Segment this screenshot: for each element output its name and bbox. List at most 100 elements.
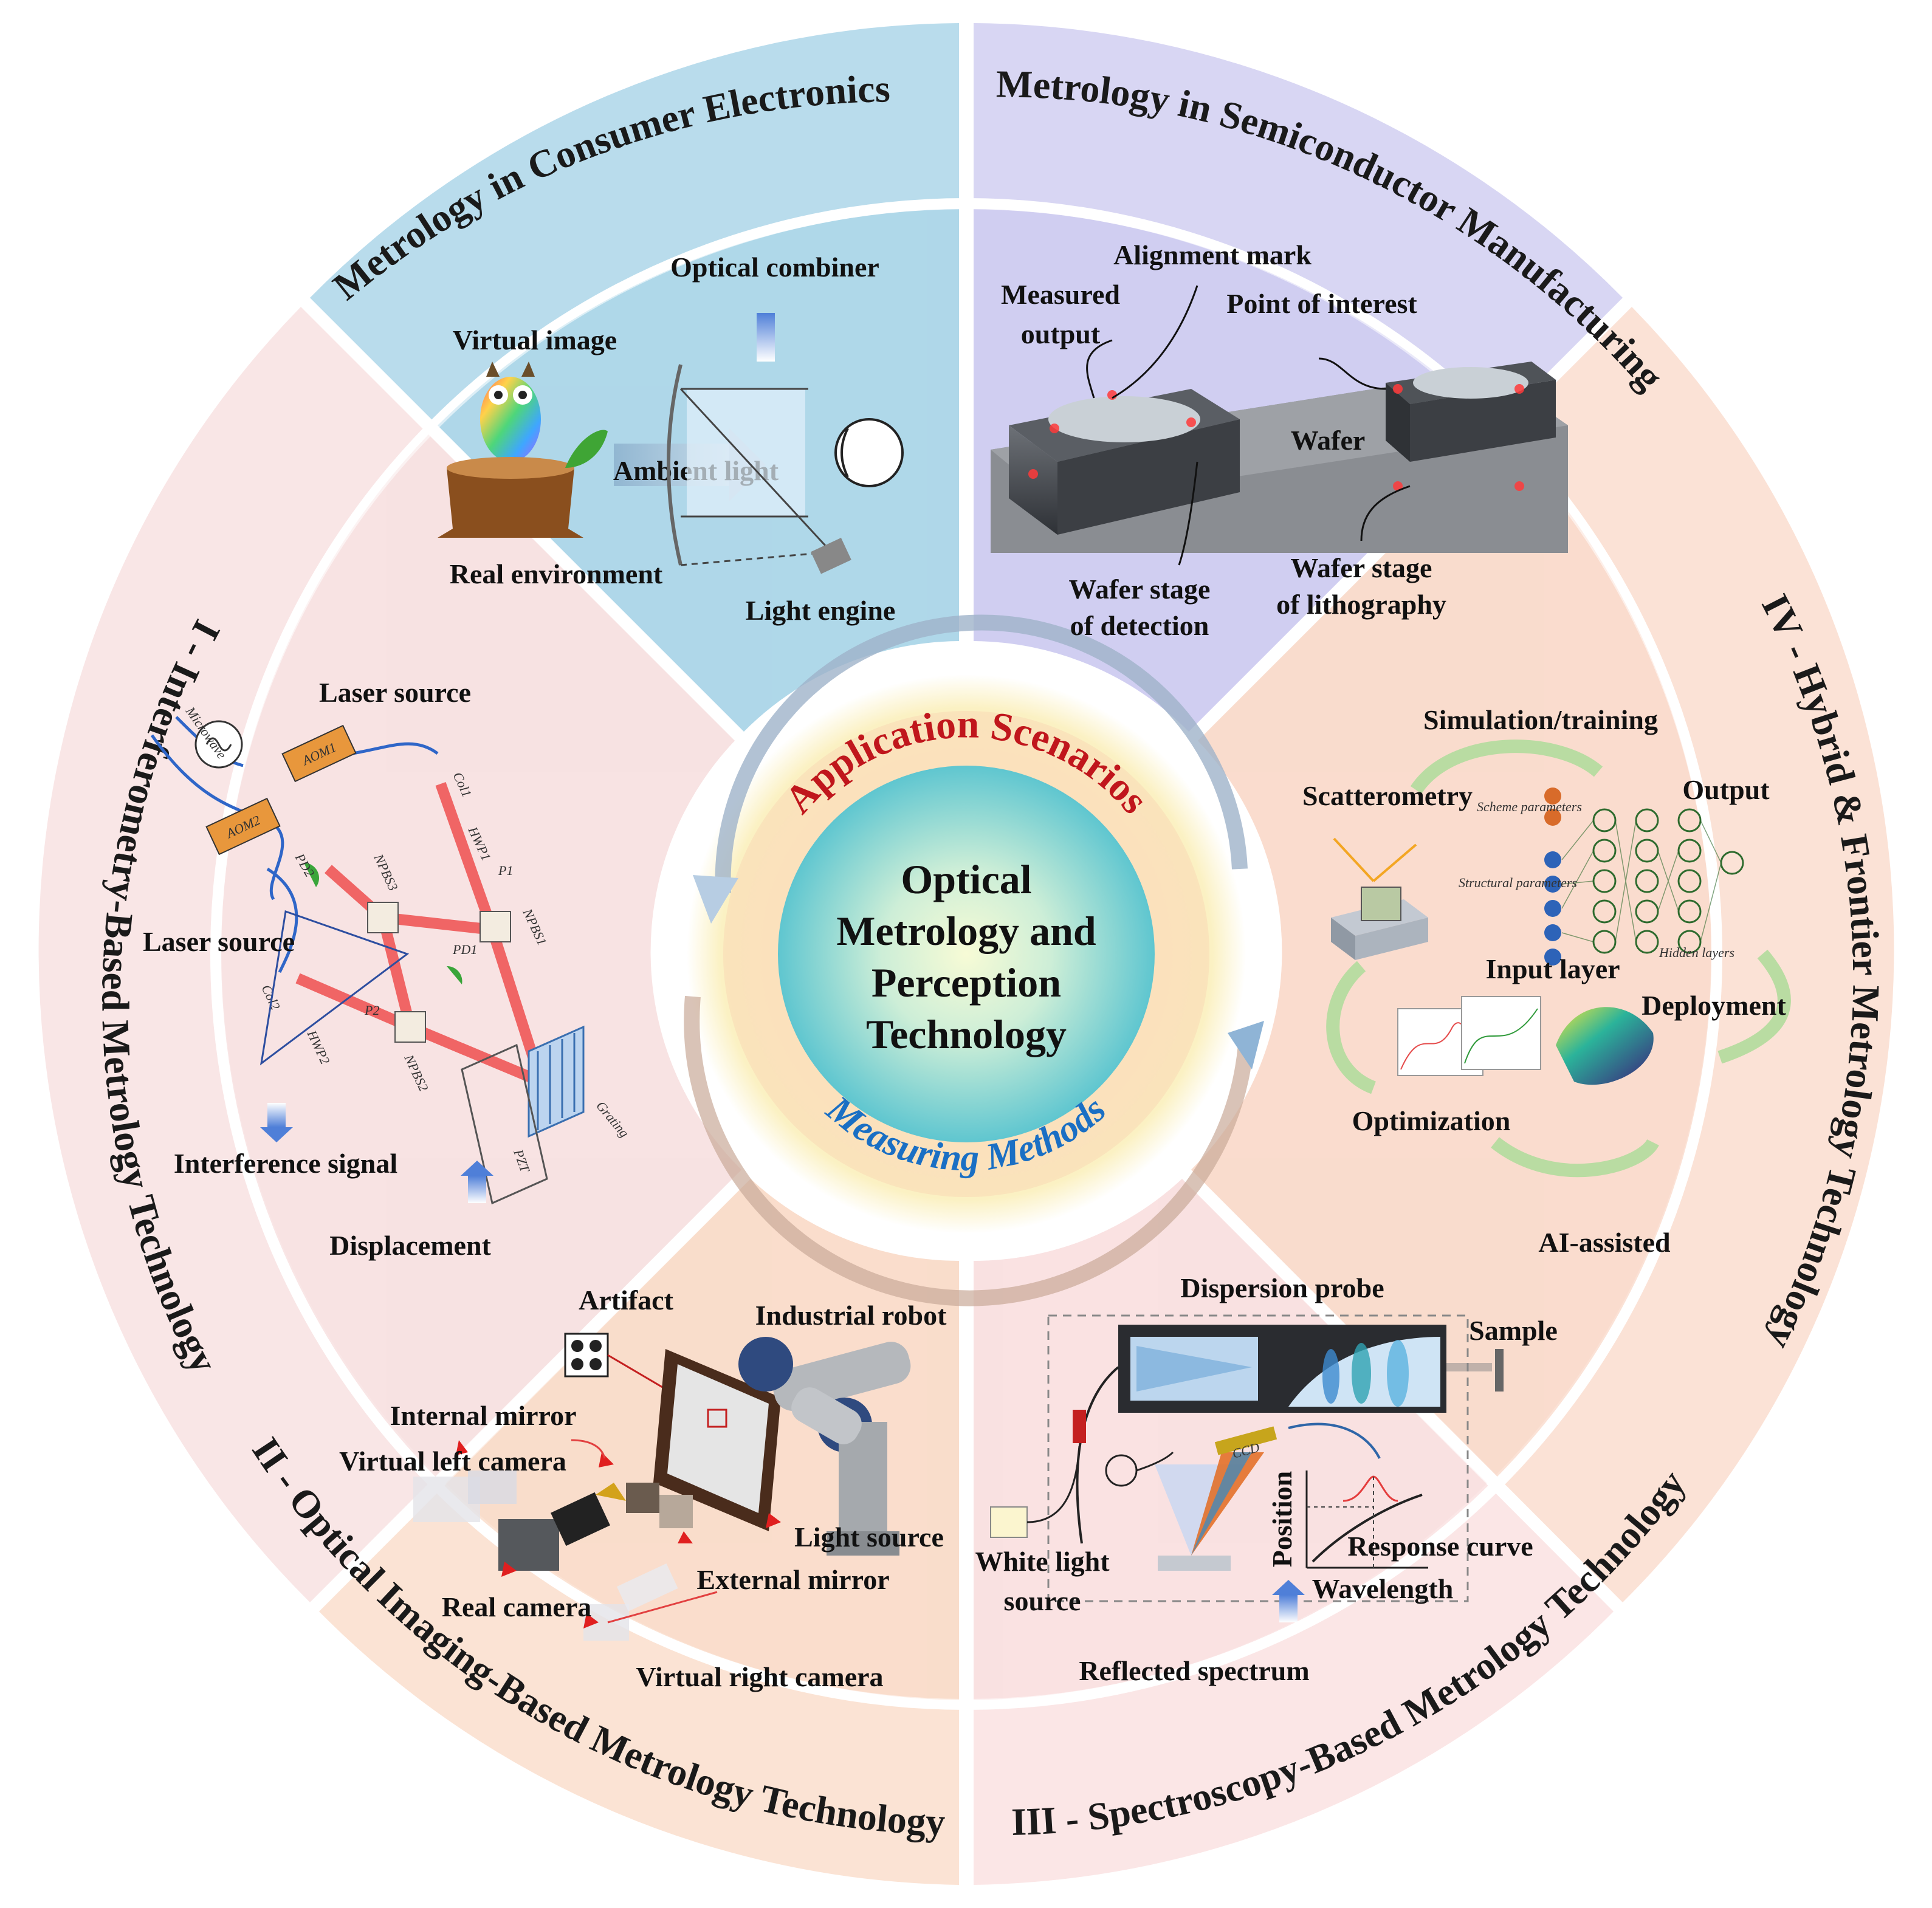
sector-hybrid-frontier bbox=[1191, 307, 1894, 1602]
label-simulation: Simulation/training bbox=[1423, 704, 1658, 735]
label-optimization: Optimization bbox=[1352, 1105, 1511, 1136]
label-virtual-left-camera: Virtual left camera bbox=[339, 1446, 566, 1477]
stump-icon bbox=[438, 468, 583, 538]
label-p2: P2 bbox=[364, 1003, 379, 1018]
npbs2-cube bbox=[394, 1011, 426, 1043]
label-real-environment: Real environment bbox=[450, 558, 663, 589]
label-interference-signal: Interference signal bbox=[174, 1148, 397, 1179]
label-white-light-2: source bbox=[1004, 1585, 1081, 1616]
ring-divider bbox=[210, 198, 1722, 1710]
panel-imaging: Artifact Industrial robot Internal mirro… bbox=[339, 1285, 947, 1692]
ccd-sensor-icon bbox=[1214, 1426, 1277, 1455]
arrow-head-left bbox=[693, 875, 738, 924]
label-internal-mirror: Internal mirror bbox=[390, 1400, 576, 1431]
neural-network-icon bbox=[1544, 788, 1744, 966]
training-arrow-top bbox=[1410, 740, 1603, 794]
industrial-robot-icon bbox=[738, 1337, 911, 1556]
light-engine-icon bbox=[811, 538, 851, 574]
aom2-box bbox=[205, 797, 281, 856]
wafer-detection bbox=[1048, 396, 1200, 442]
label-wavelength: Wavelength bbox=[1312, 1573, 1454, 1604]
label-artifact: Artifact bbox=[579, 1285, 673, 1316]
real-camera-icon bbox=[498, 1519, 559, 1571]
arrow-arc-top bbox=[715, 614, 1248, 894]
sector-semiconductor bbox=[974, 23, 1623, 732]
label-input-layer: Input layer bbox=[1485, 953, 1620, 984]
pzt-stage bbox=[461, 1043, 548, 1205]
artifact-pattern-icon bbox=[564, 1333, 609, 1378]
owl-icon bbox=[480, 362, 541, 462]
label-laser-source-left: Laser source bbox=[143, 926, 295, 957]
training-arrow-bottom bbox=[1491, 1137, 1659, 1178]
up-arrow-icon-displacement bbox=[468, 1176, 486, 1203]
center-title-line2: Metrology and bbox=[836, 908, 1096, 954]
label-displacement: Displacement bbox=[329, 1230, 491, 1261]
leaf-icon bbox=[565, 430, 608, 468]
center-title-line1: Optical bbox=[901, 856, 1031, 902]
label-sample: Sample bbox=[1469, 1315, 1558, 1346]
structure-block bbox=[1361, 887, 1401, 921]
up-arrow-icon-spectrum bbox=[1279, 1595, 1298, 1622]
label-deployment: Deployment bbox=[1642, 990, 1786, 1021]
label-wafer: Wafer bbox=[1291, 425, 1366, 456]
white-light-source-icon bbox=[990, 1506, 1028, 1538]
label-pd1: PD1 bbox=[452, 942, 477, 957]
training-arrow-right bbox=[1717, 949, 1791, 1064]
wafer-lithography bbox=[1413, 367, 1528, 399]
label-position: Position bbox=[1267, 1471, 1298, 1567]
grating-icon bbox=[528, 1025, 585, 1138]
center-core bbox=[778, 766, 1155, 1142]
label-laser-source-top: Laser source bbox=[319, 677, 471, 708]
label-structural-parameters: Structural parameters bbox=[1459, 875, 1577, 890]
label-response-curve: Response curve bbox=[1347, 1531, 1533, 1562]
label-alignment-mark: Alignment mark bbox=[1113, 239, 1311, 270]
combiner-lens bbox=[667, 364, 682, 566]
panel-interferometry: Microwave AOM1 AOM2 PZT Gratin bbox=[143, 677, 632, 1261]
center-title-line4: Technology bbox=[866, 1011, 1067, 1057]
sector-consumer-electronics bbox=[310, 23, 959, 732]
eye-icon bbox=[834, 418, 904, 487]
label-stage-litho-1: Wafer stage bbox=[1291, 552, 1432, 583]
label-external-mirror: External mirror bbox=[696, 1564, 889, 1595]
label-p1: P1 bbox=[498, 863, 513, 878]
spectrometer-frame bbox=[1047, 1314, 1469, 1602]
training-arrow-left bbox=[1326, 961, 1377, 1094]
label-hidden-layers: Hidden layers bbox=[1659, 945, 1734, 960]
label-stage-litho-2: of lithography bbox=[1276, 589, 1446, 620]
npbs1-cube bbox=[480, 911, 511, 942]
aom1-box bbox=[281, 724, 357, 783]
label-dispersion-probe: Dispersion probe bbox=[1180, 1272, 1384, 1303]
external-mirror-icon bbox=[659, 1495, 693, 1528]
fiber-coupler-icon bbox=[1073, 1410, 1086, 1443]
center-hub: Application Scenarios Measuring Methods … bbox=[662, 614, 1270, 1306]
panel-semiconductor: Alignment mark Measured output Point of … bbox=[991, 239, 1568, 641]
sector-optical-imaging bbox=[319, 1179, 959, 1885]
label-virtual-image: Virtual image bbox=[453, 324, 617, 355]
center-title-line3: Perception bbox=[871, 959, 1061, 1006]
label-point-of-interest: Point of interest bbox=[1226, 288, 1417, 319]
arrow-head-right bbox=[1228, 1021, 1264, 1069]
pd1-icon bbox=[447, 966, 462, 984]
pd2-icon bbox=[304, 863, 319, 887]
label-scatterometry: Scatterometry bbox=[1302, 780, 1473, 811]
label-ai-assisted: AI-assisted bbox=[1538, 1227, 1671, 1258]
light-markers bbox=[456, 1440, 781, 1628]
panel-consumer: Optical combiner Virtual image Ambient l… bbox=[438, 252, 904, 626]
arrow-arc-bottom bbox=[684, 995, 1254, 1306]
up-arrow-icon bbox=[757, 313, 775, 362]
label-stage-detection-1: Wafer stage bbox=[1069, 574, 1211, 605]
deployment-surface bbox=[1556, 1007, 1654, 1085]
down-arrow-icon bbox=[267, 1103, 286, 1127]
marker-points bbox=[1028, 384, 1524, 491]
label-stage-detection-2: of detection bbox=[1070, 610, 1209, 641]
sample-icon bbox=[1495, 1349, 1504, 1392]
label-white-light-1: White light bbox=[975, 1546, 1110, 1577]
label-light-source: Light source bbox=[794, 1522, 944, 1553]
label-virtual-right-camera: Virtual right camera bbox=[636, 1661, 883, 1692]
label-optical-combiner: Optical combiner bbox=[670, 252, 879, 283]
label-real-camera: Real camera bbox=[442, 1591, 592, 1622]
panel-spectroscopy: CCD Dispersion probe Sample White light … bbox=[975, 1272, 1557, 1686]
npbs3-cube bbox=[367, 902, 399, 933]
label-output: Output bbox=[1682, 774, 1770, 805]
label-light-engine: Light engine bbox=[746, 595, 896, 626]
